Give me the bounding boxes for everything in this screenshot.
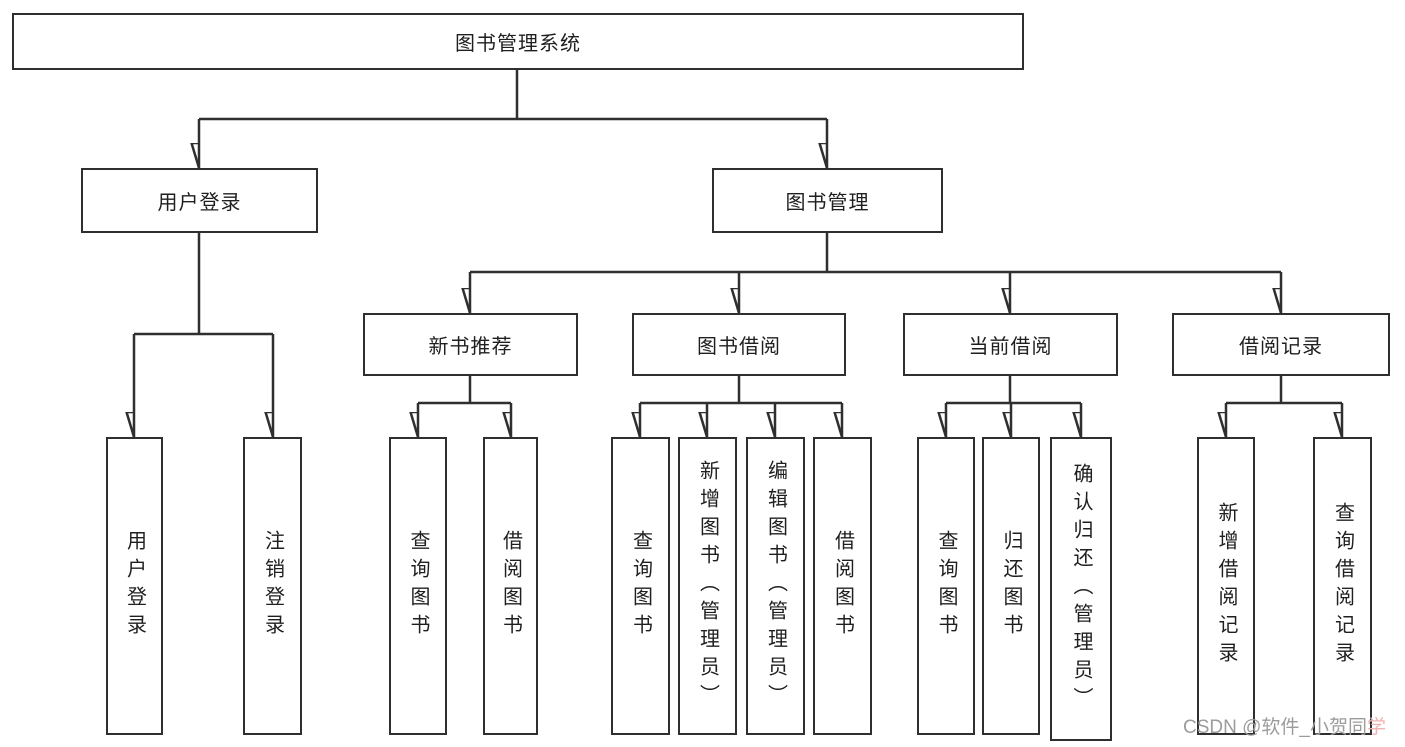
leaf-borrow-books-2: 借阅图书 — [813, 437, 872, 735]
leaf-edit-book-admin: 编辑图书（管理员） — [746, 437, 805, 735]
node-root-library-system: 图书管理系统 — [12, 13, 1024, 70]
leaf-borrow-books-1: 借阅图书 — [483, 437, 538, 735]
node-current-borrowing: 当前借阅 — [903, 313, 1118, 376]
leaf-add-borrow-record: 新增借阅记录 — [1197, 437, 1255, 735]
node-borrowing-records: 借阅记录 — [1172, 313, 1390, 376]
leaf-add-book-admin: 新增图书（管理员） — [678, 437, 737, 735]
watermark-text: CSDN @软件_小贺同 — [1183, 717, 1367, 738]
leaf-query-books-2: 查询图书 — [611, 437, 670, 735]
node-new-book-recommend: 新书推荐 — [363, 313, 578, 376]
leaf-logout: 注销登录 — [243, 437, 302, 735]
node-book-borrowing: 图书借阅 — [632, 313, 846, 376]
csdn-watermark: CSDN @软件_小贺同学 — [1183, 712, 1386, 739]
leaf-user-login: 用户登录 — [106, 437, 163, 735]
leaf-confirm-return-admin: 确认归还（管理员） — [1050, 437, 1112, 741]
node-user-login: 用户登录 — [81, 168, 318, 233]
leaf-query-books-3: 查询图书 — [917, 437, 975, 735]
leaf-query-borrow-record: 查询借阅记录 — [1313, 437, 1372, 735]
watermark-text-pink: 学 — [1366, 717, 1386, 738]
leaf-return-book: 归还图书 — [982, 437, 1040, 735]
leaf-query-books-1: 查询图书 — [389, 437, 447, 735]
node-book-management: 图书管理 — [712, 168, 943, 233]
